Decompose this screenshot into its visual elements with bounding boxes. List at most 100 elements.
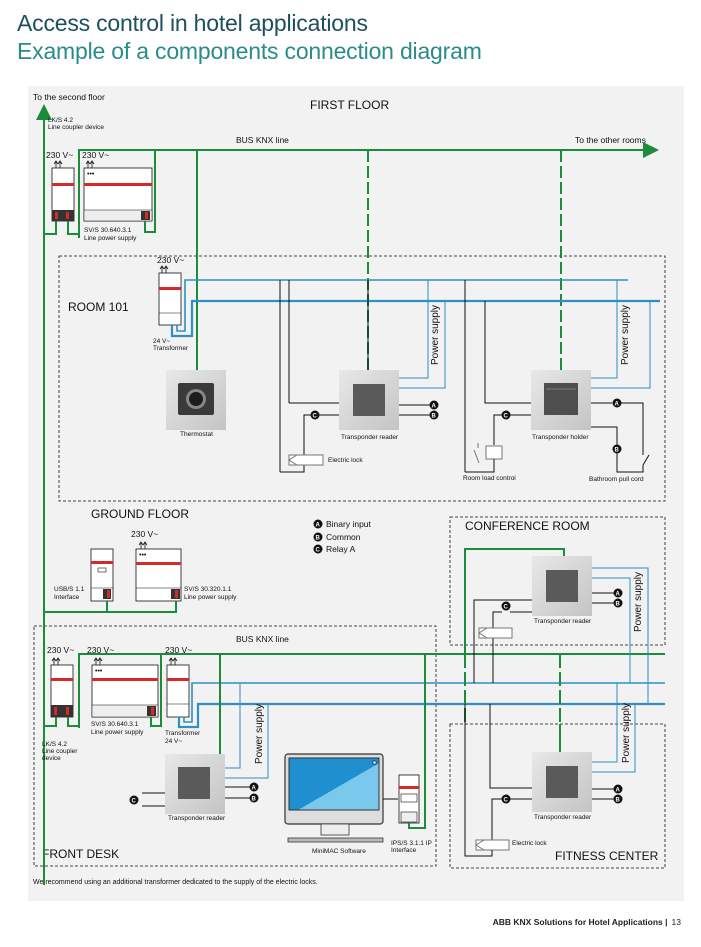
terminal-a: A xyxy=(249,782,259,792)
minimac-software-label: MiniMAC Software xyxy=(312,848,366,855)
svg-text:B: B xyxy=(252,797,257,803)
room-transformer-device xyxy=(158,265,182,326)
svg-text:Relay A: Relay A xyxy=(326,544,356,554)
thermostat-label: Thermostat xyxy=(180,431,213,438)
terminal-c: C xyxy=(129,795,139,805)
front-desk-label: FRONT DESK xyxy=(42,847,119,861)
relay-icon xyxy=(473,443,503,464)
minimac-computer-icon xyxy=(284,753,384,843)
front-desk-transformer-device xyxy=(166,657,190,718)
voltage-label: 230 V~ xyxy=(82,150,109,160)
conference-room-zone xyxy=(449,516,666,646)
svg-text:A: A xyxy=(615,402,620,408)
terminal-b: B xyxy=(613,598,623,608)
voltage-label: 230 V~ xyxy=(131,529,158,539)
terminal-b: B xyxy=(249,793,259,803)
terminal-b: B xyxy=(613,794,623,804)
transponder-reader-device xyxy=(339,370,399,430)
svg-text:B: B xyxy=(616,602,621,608)
voltage-label: 230 V~ xyxy=(47,645,74,655)
svg-text:A: A xyxy=(616,592,621,598)
fitness-center-label: FITNESS CENTER xyxy=(555,849,659,863)
line-coupler-device xyxy=(51,160,75,222)
terminal-b: B xyxy=(429,410,439,420)
line-power-supply-device: ••• xyxy=(135,541,182,602)
svg-text:B: B xyxy=(432,414,437,420)
usb-interface-device xyxy=(90,548,114,602)
bus-knx-label-2: BUS KNX line xyxy=(236,634,289,644)
transponder-reader-label: Transponder reader xyxy=(341,434,399,441)
to-other-rooms-label: To the other rooms xyxy=(575,135,646,145)
svg-text:C: C xyxy=(504,605,509,611)
lk-model-2: LK/S 4.2 xyxy=(42,741,67,748)
terminal-c: C xyxy=(310,410,320,420)
transponder-reader-label: Transponder reader xyxy=(168,815,226,822)
lk-desc-1: Line coupler device xyxy=(48,124,104,131)
fitness-center-zone xyxy=(449,723,666,869)
terminal-a: A xyxy=(613,588,623,598)
svg-text:B: B xyxy=(615,448,620,454)
footer-text: ABB KNX Solutions for Hotel Applications… xyxy=(492,917,668,927)
svg-text:A: A xyxy=(252,786,257,792)
line-power-supply-device: ••• xyxy=(91,657,159,718)
lk-desc-3: device xyxy=(42,755,61,762)
terminal-a: A xyxy=(613,784,623,794)
svg-text:B: B xyxy=(616,798,621,804)
sv-desc-label: Line power supply xyxy=(184,594,237,601)
line-coupler-device xyxy=(50,657,74,718)
page-number: 13 xyxy=(671,917,681,927)
voltage-label: 230 V~ xyxy=(87,645,114,655)
power-supply-label: Power supply xyxy=(430,305,441,365)
svg-text:C: C xyxy=(313,414,318,420)
page-title: Access control in hotel applications xyxy=(17,10,368,36)
first-floor-label: FIRST FLOOR xyxy=(310,98,389,112)
ip-desc-label: Interface xyxy=(391,847,417,854)
svg-text:C: C xyxy=(504,414,509,420)
electric-lock-label: Electric lock xyxy=(328,457,363,464)
terminal-b: B xyxy=(612,444,622,454)
power-supply-label: Power supply xyxy=(633,572,644,632)
transponder-reader-device xyxy=(165,754,225,814)
transponder-reader-device xyxy=(532,556,592,616)
svg-text:•••: ••• xyxy=(139,552,147,559)
terminal-c: C xyxy=(501,601,511,611)
power-supply-label: Power supply xyxy=(254,704,265,764)
svg-text:A: A xyxy=(432,404,437,410)
svg-text:B: B xyxy=(316,536,321,542)
lk-desc-2: Line coupler xyxy=(42,748,78,755)
voltage-label: 230 V~ xyxy=(157,255,184,265)
room-101-label: ROOM 101 xyxy=(68,300,129,314)
voltage-out-label: 24 V~ xyxy=(165,738,182,745)
line-power-supply-device: ••• xyxy=(83,160,153,222)
transformer-label: Transformer xyxy=(153,345,189,352)
thermostat-device xyxy=(166,370,226,430)
room-load-control-label: Room load control xyxy=(463,475,516,482)
svg-text:A: A xyxy=(616,788,621,794)
sv-model-2: SV/S 30.640.3.1 xyxy=(91,721,139,728)
page-footer: ABB KNX Solutions for Hotel Applications… xyxy=(493,917,681,927)
power-supply-label: Power supply xyxy=(620,305,631,365)
svg-text:Binary input: Binary input xyxy=(326,519,372,529)
bathroom-pull-cord-label: Bathroom pull cord xyxy=(589,476,644,483)
first-floor-bus-line xyxy=(78,142,659,238)
ip-interface-device xyxy=(398,774,420,824)
svg-text:Common: Common xyxy=(326,532,361,542)
transponder-holder-device xyxy=(531,370,591,430)
transponder-reader-device xyxy=(532,752,592,812)
front-desk-zone xyxy=(33,625,437,867)
sv-desc-2: Line power supply xyxy=(91,729,144,736)
svg-text:C: C xyxy=(316,548,321,554)
power-supply-label: Power supply xyxy=(621,703,632,763)
svg-text:C: C xyxy=(504,798,509,804)
sv-desc-1: Line power supply xyxy=(84,235,137,242)
transformer-label: Transformer xyxy=(165,730,201,737)
electric-lock-icon xyxy=(475,839,510,851)
terminal-a: A xyxy=(429,400,439,410)
voltage-out-label: 24 V~ xyxy=(153,338,170,345)
to-second-floor-label: To the second floor xyxy=(33,92,105,102)
electric-lock-icon xyxy=(288,454,324,466)
usb-model-label: USB/S 1.1 xyxy=(54,586,85,593)
transponder-reader-label: Transponder reader xyxy=(534,814,592,821)
usb-desc-label: Interface xyxy=(54,594,80,601)
